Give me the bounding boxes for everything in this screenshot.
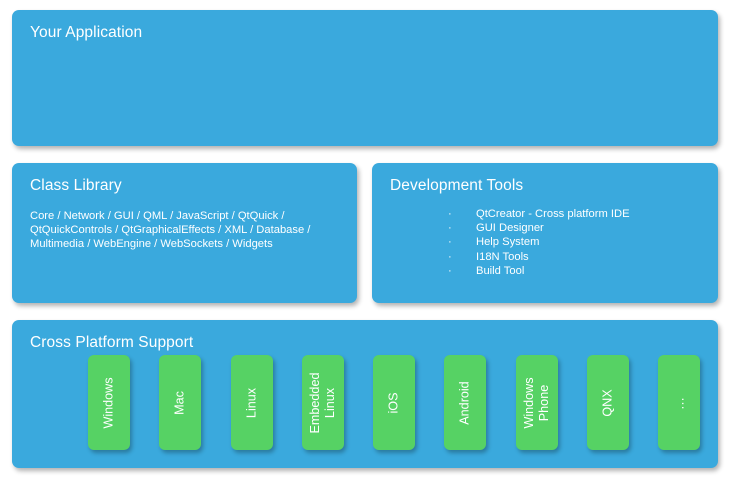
development-tool-item: · QtCreator - Cross platform IDE: [372, 207, 718, 221]
development-tool-label: Help System: [476, 236, 540, 249]
cross-platform-support-title: Cross Platform Support: [30, 334, 194, 351]
platform-box[interactable]: Embedded Linux: [301, 355, 344, 450]
class-library-title: Class Library: [30, 177, 122, 194]
development-tool-label: GUI Designer: [476, 222, 544, 235]
development-tool-item: · Help System: [372, 235, 718, 249]
development-tool-item: · I18N Tools: [372, 250, 718, 264]
cross-platform-support-panel: Cross Platform Support Windows Mac Linux Em…: [12, 320, 718, 468]
platform-box[interactable]: Windows Phone: [515, 355, 558, 450]
bullet-icon: ·: [448, 236, 452, 249]
platform-label: Embedded Linux: [307, 372, 337, 433]
platform-box[interactable]: …: [658, 355, 700, 450]
platform-label: Android: [457, 380, 472, 425]
bullet-icon: ·: [448, 250, 452, 263]
your-application-title: Your Application: [30, 24, 143, 41]
platform-label: Windows Phone: [521, 376, 551, 429]
development-tools-list: · QtCreator - Cross platform IDE · GUI Desi…: [372, 207, 718, 278]
platform-box[interactable]: Mac: [159, 355, 202, 450]
platform-box[interactable]: iOS: [373, 355, 415, 450]
development-tool-label: QtCreator - Cross platform IDE: [476, 208, 630, 220]
your-application-panel: Your Application: [12, 10, 718, 146]
bullet-icon: ·: [448, 208, 452, 220]
bullet-icon: ·: [448, 222, 452, 235]
platform-label: …: [671, 395, 687, 410]
development-tool-item: · GUI Designer: [372, 221, 718, 235]
development-tools-title: Development Tools: [390, 177, 524, 194]
class-library-modules: Core / Network / GUI / QML / JavaScript …: [30, 210, 311, 250]
platform-box-row: Windows Mac Linux Embedded Linux iOS Android W…: [88, 355, 700, 450]
platform-box[interactable]: Linux: [230, 355, 273, 450]
development-tools-panel: Development Tools · QtCreator - Cross pla…: [372, 163, 718, 303]
platform-box[interactable]: Android: [444, 355, 487, 450]
platform-box[interactable]: QNX: [586, 355, 629, 450]
platform-label: QNX: [600, 388, 615, 417]
platform-label: Windows: [101, 376, 116, 429]
class-library-panel: Class Library Core / Network / GUI / QML…: [12, 163, 357, 303]
platform-label: Linux: [244, 387, 258, 418]
bullet-icon: ·: [448, 264, 452, 277]
development-tool-item: · Build Tool: [372, 264, 718, 278]
development-tool-label: Build Tool: [476, 264, 525, 277]
platform-label: Mac: [172, 390, 187, 415]
platform-label: iOS: [386, 392, 401, 413]
platform-box[interactable]: Windows: [88, 355, 130, 450]
development-tool-label: I18N Tools: [476, 250, 529, 263]
